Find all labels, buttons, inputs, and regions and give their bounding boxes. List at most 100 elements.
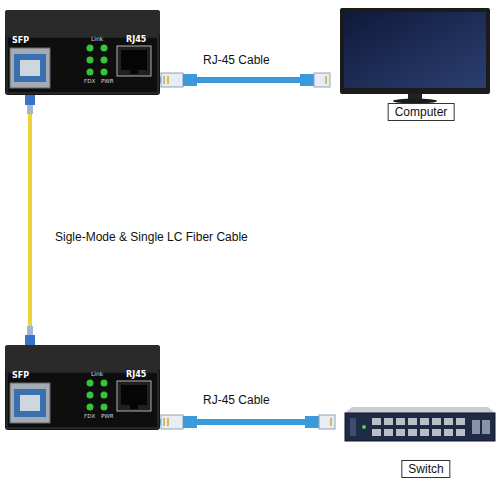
lc-housing [25, 95, 35, 105]
plug-boot [300, 74, 314, 86]
rj45-plug [161, 73, 197, 87]
plug-boot [183, 74, 197, 86]
lc-plug [25, 326, 35, 345]
panel-label: Link [91, 371, 103, 377]
switch-port [456, 429, 465, 436]
plug-boot [305, 416, 319, 428]
panel-label: SFP [12, 37, 29, 45]
switch-port [444, 418, 453, 425]
plug-body [161, 415, 183, 429]
plug-body [319, 415, 335, 429]
rj45-plug [305, 415, 335, 429]
status-led [87, 392, 94, 399]
switch-port [384, 418, 393, 425]
switch-port [420, 418, 429, 425]
lc-boot [27, 105, 33, 114]
media-converter-panel: SFP Link RJ45FDX PWR [5, 35, 160, 95]
switch-sfp-slot [472, 420, 480, 434]
status-led [87, 69, 94, 76]
cable-label: RJ-45 Cable [203, 393, 270, 407]
device-body [5, 10, 160, 95]
switch-port [396, 429, 405, 436]
cable-label: RJ-45 Cable [203, 53, 270, 67]
status-led [101, 57, 108, 64]
monitor [340, 8, 490, 104]
switch-node: Switch [335, 400, 495, 480]
rj45-socket [121, 50, 147, 70]
switch-port [396, 418, 405, 425]
switch-ear [350, 418, 356, 436]
panel-label: FDX [84, 79, 95, 85]
switch-led [362, 425, 366, 429]
network-switch [345, 407, 495, 441]
device-front-panel [7, 372, 158, 428]
plug-contact [163, 418, 165, 426]
panel-label: SFP [12, 372, 29, 380]
media-converter-panel: SFP Link RJ45FDX PWR [5, 370, 160, 430]
status-led [101, 45, 108, 52]
device-front-panel [7, 37, 158, 93]
plug-contact [167, 76, 169, 84]
switch-port [420, 429, 429, 436]
switch-port [384, 429, 393, 436]
lc-housing [25, 335, 35, 345]
monitor-bezel [340, 8, 490, 94]
switch-port [456, 418, 465, 425]
switch-sfp-slot [482, 420, 490, 434]
sfp-module [20, 395, 40, 411]
switch-port [432, 418, 441, 425]
status-led [101, 404, 108, 411]
status-led [87, 404, 94, 411]
switch-port [372, 418, 381, 425]
switch-port [372, 429, 381, 436]
rj45-port [117, 381, 151, 411]
monitor-screen [344, 12, 486, 88]
lc-plug [25, 95, 35, 114]
plug-body [161, 73, 183, 87]
rj45-port [117, 46, 151, 76]
plug-contact [163, 76, 165, 84]
switch-front [345, 413, 495, 441]
rj45-socket [121, 385, 147, 405]
panel-label: Link [91, 36, 103, 42]
device-top-face [5, 10, 160, 36]
plug-contact [325, 76, 327, 84]
sfp-port [10, 383, 50, 423]
sfp-latch [14, 54, 46, 82]
switch-port [408, 418, 417, 425]
computer-node: Computer [330, 5, 495, 121]
panel-label: RJ45 [126, 36, 146, 44]
panel-label: FDX [84, 414, 95, 420]
switch-port [444, 429, 453, 436]
fiber-cable [28, 95, 32, 370]
panel-label: PWR [101, 414, 114, 420]
panel-label: RJ45 [126, 371, 146, 379]
plug-contact [330, 418, 332, 426]
cable-label: Sigle-Mode & Single LC Fiber Cable [55, 230, 248, 244]
status-led [101, 392, 108, 399]
sfp-module [20, 60, 40, 76]
node-label: Computer [388, 103, 455, 121]
rj45-notch [130, 405, 138, 409]
switch-port [408, 429, 417, 436]
media-converter [5, 10, 160, 95]
status-led [87, 380, 94, 387]
device-top-face [5, 345, 160, 371]
panel-label: PWR [101, 79, 114, 85]
device-body [5, 345, 160, 430]
media-converter [5, 345, 160, 430]
node-label: Switch [401, 460, 450, 478]
rj45-notch [130, 70, 138, 74]
sfp-latch [14, 389, 46, 417]
status-led [87, 57, 94, 64]
plug-boot [183, 416, 197, 428]
lc-boot [27, 326, 33, 335]
rj45-plug [300, 73, 330, 87]
switch-top-face [345, 407, 495, 413]
sfp-port [10, 48, 50, 88]
plug-body [314, 73, 330, 87]
rj45-plug [161, 415, 197, 429]
switch-port [432, 429, 441, 436]
status-led [87, 45, 94, 52]
